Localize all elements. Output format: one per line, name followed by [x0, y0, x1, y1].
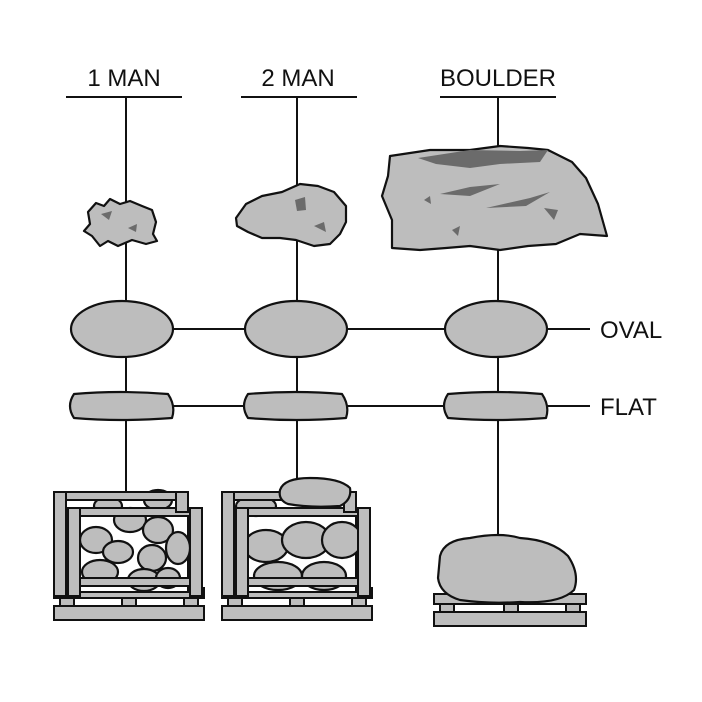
column-label-1-man: 1 MAN: [87, 65, 160, 92]
flat-stone-2-man: [242, 390, 349, 422]
column-header-2-man: 2 MAN: [241, 65, 357, 98]
boulder-stone: [380, 144, 609, 252]
oval-stone-1-man: [69, 299, 175, 359]
row-label-oval: OVAL: [600, 317, 662, 344]
flat-stones: [68, 390, 549, 422]
oval-stone-2-man: [243, 299, 349, 359]
column-header-1-man: 1 MAN: [66, 65, 182, 98]
column-header-boulder: BOULDER: [440, 65, 556, 98]
oval-stone-boulder: [443, 299, 549, 359]
boulder-on-pallet: [436, 533, 578, 604]
crate-2-man: [221, 476, 373, 621]
flat-stone-1-man: [68, 390, 175, 422]
crate-1-man: [53, 488, 205, 621]
flat-stone-boulder: [442, 390, 549, 422]
row-label-flat: FLAT: [600, 394, 657, 421]
stone-1-man: [82, 197, 159, 248]
column-label-2-man: 2 MAN: [261, 65, 334, 92]
boulder-pallet: [433, 533, 587, 627]
oval-stones: [69, 299, 549, 359]
column-label-boulder: BOULDER: [440, 65, 556, 92]
stone-2-man: [234, 182, 348, 248]
